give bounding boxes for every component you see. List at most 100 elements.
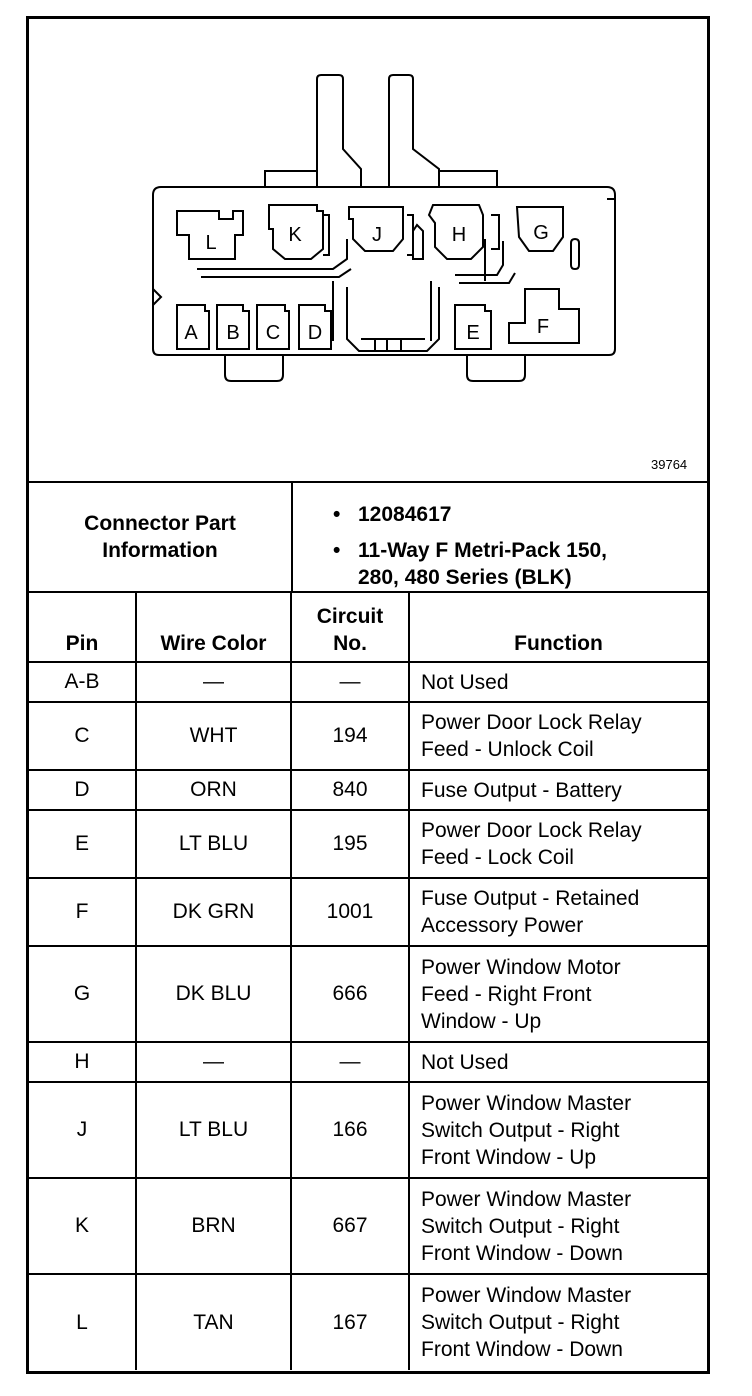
circuit-cell: 1001 xyxy=(290,877,410,947)
wire-color-cell: — xyxy=(135,661,292,703)
connector-type-line2: 280, 480 Series (BLK) xyxy=(358,566,572,589)
pin-cell: C xyxy=(29,701,137,771)
connector-type-line1: 11-Way F Metri-Pack 150, xyxy=(358,539,608,562)
circuit-cell: 666 xyxy=(290,945,410,1043)
connector-info-details: • 12084617 • 11-Way F Metri-Pack 150, 28… xyxy=(293,483,707,591)
pin-label-c: C xyxy=(266,322,280,344)
connector-sheet: L K J H G A B C D E F 39764 Connector Pa… xyxy=(26,16,710,1374)
function-line: Feed - Right Front xyxy=(421,982,592,1006)
function-line: Fuse Output - Retained xyxy=(421,887,640,910)
connector-face-diagram: L K J H G A B C D E F 39764 xyxy=(29,19,707,481)
table-row: A-B——Not Used xyxy=(29,661,707,703)
function-line: Window - Up xyxy=(421,1009,542,1033)
circuit-cell: 195 xyxy=(290,809,410,879)
pin-table-header: Pin Wire Color Circuit No. Function xyxy=(29,591,707,663)
function-line: Power Window Master xyxy=(421,1187,632,1211)
pin-label-h: H xyxy=(452,224,466,246)
pin-table: Pin Wire Color Circuit No. Function A-B—… xyxy=(29,591,707,1370)
pin-label-g: G xyxy=(533,222,549,244)
function-line: Switch Output - Right xyxy=(421,1118,620,1142)
circuit-cell: — xyxy=(290,661,410,703)
pin-cell: H xyxy=(29,1041,137,1083)
function-line: Switch Output - Right xyxy=(421,1214,620,1238)
function-line: Power Window Master xyxy=(421,1091,632,1115)
function-line: Front Window - Down xyxy=(421,1338,623,1361)
pin-cell: J xyxy=(29,1081,137,1179)
pin-label-k: K xyxy=(288,224,302,246)
pin-label-j: J xyxy=(372,224,382,246)
connector-info-heading-line2: Information xyxy=(102,539,218,562)
wire-color-cell: LT BLU xyxy=(135,809,292,879)
pin-label-e: E xyxy=(466,322,479,344)
function-cell: Fuse Output - Battery xyxy=(408,769,707,811)
function-line: Front Window - Up xyxy=(421,1145,597,1169)
function-line: Feed - Lock Coil xyxy=(421,846,574,869)
pin-cell: L xyxy=(29,1273,137,1370)
header-circuit-line1: Circuit xyxy=(316,605,384,628)
wire-color-cell: LT BLU xyxy=(135,1081,292,1179)
pin-cell: F xyxy=(29,877,137,947)
function-line: Power Window Master xyxy=(421,1284,632,1307)
function-line: Feed - Unlock Coil xyxy=(421,738,594,761)
circuit-cell: — xyxy=(290,1041,410,1083)
function-line: Fuse Output - Battery xyxy=(421,778,622,802)
wire-color-cell: BRN xyxy=(135,1177,292,1275)
function-line: Accessory Power xyxy=(421,914,584,937)
function-line: Front Window - Down xyxy=(421,1241,623,1265)
pin-cell: E xyxy=(29,809,137,879)
wire-color-cell: ORN xyxy=(135,769,292,811)
function-line: Not Used xyxy=(421,1050,509,1074)
header-pin: Pin xyxy=(29,591,137,663)
part-number: 12084617 xyxy=(358,503,452,526)
function-cell: Not Used xyxy=(408,661,707,703)
figure-number: 39764 xyxy=(651,457,688,472)
pin-label-b: B xyxy=(226,322,239,344)
header-function: Function xyxy=(408,591,707,663)
wire-color-cell: — xyxy=(135,1041,292,1083)
circuit-cell: 167 xyxy=(290,1273,410,1370)
wire-color-cell: WHT xyxy=(135,701,292,771)
circuit-cell: 194 xyxy=(290,701,410,771)
function-cell: Not Used xyxy=(408,1041,707,1083)
header-wire-color: Wire Color xyxy=(135,591,292,663)
table-row: H——Not Used xyxy=(29,1041,707,1083)
pin-cell: A-B xyxy=(29,661,137,703)
pin-label-f: F xyxy=(537,316,549,338)
wire-color-cell: DK BLU xyxy=(135,945,292,1043)
wire-color-cell: TAN xyxy=(135,1273,292,1370)
diagram-divider xyxy=(29,481,707,483)
pin-label-d: D xyxy=(308,322,322,344)
function-line: Power Door Lock Relay xyxy=(421,819,642,842)
header-circuit-no: Circuit No. xyxy=(290,591,410,663)
function-line: Power Door Lock Relay xyxy=(421,711,642,734)
connector-info-heading: Connector Part Information xyxy=(29,483,293,591)
circuit-cell: 166 xyxy=(290,1081,410,1179)
connector-part-info: Connector Part Information • 12084617 • … xyxy=(29,483,707,591)
bullet-icon: • xyxy=(333,503,341,526)
header-circuit-line2: No. xyxy=(333,632,367,655)
circuit-cell: 840 xyxy=(290,769,410,811)
pin-cell: D xyxy=(29,769,137,811)
connector-info-heading-line1: Connector Part xyxy=(84,512,236,535)
function-line: Power Window Motor xyxy=(421,955,621,979)
connector-drawing: L K J H G A B C D E F xyxy=(152,74,616,382)
function-line: Switch Output - Right xyxy=(421,1311,620,1334)
wire-color-cell: DK GRN xyxy=(135,877,292,947)
pin-cell: K xyxy=(29,1177,137,1275)
pin-cell: G xyxy=(29,945,137,1043)
